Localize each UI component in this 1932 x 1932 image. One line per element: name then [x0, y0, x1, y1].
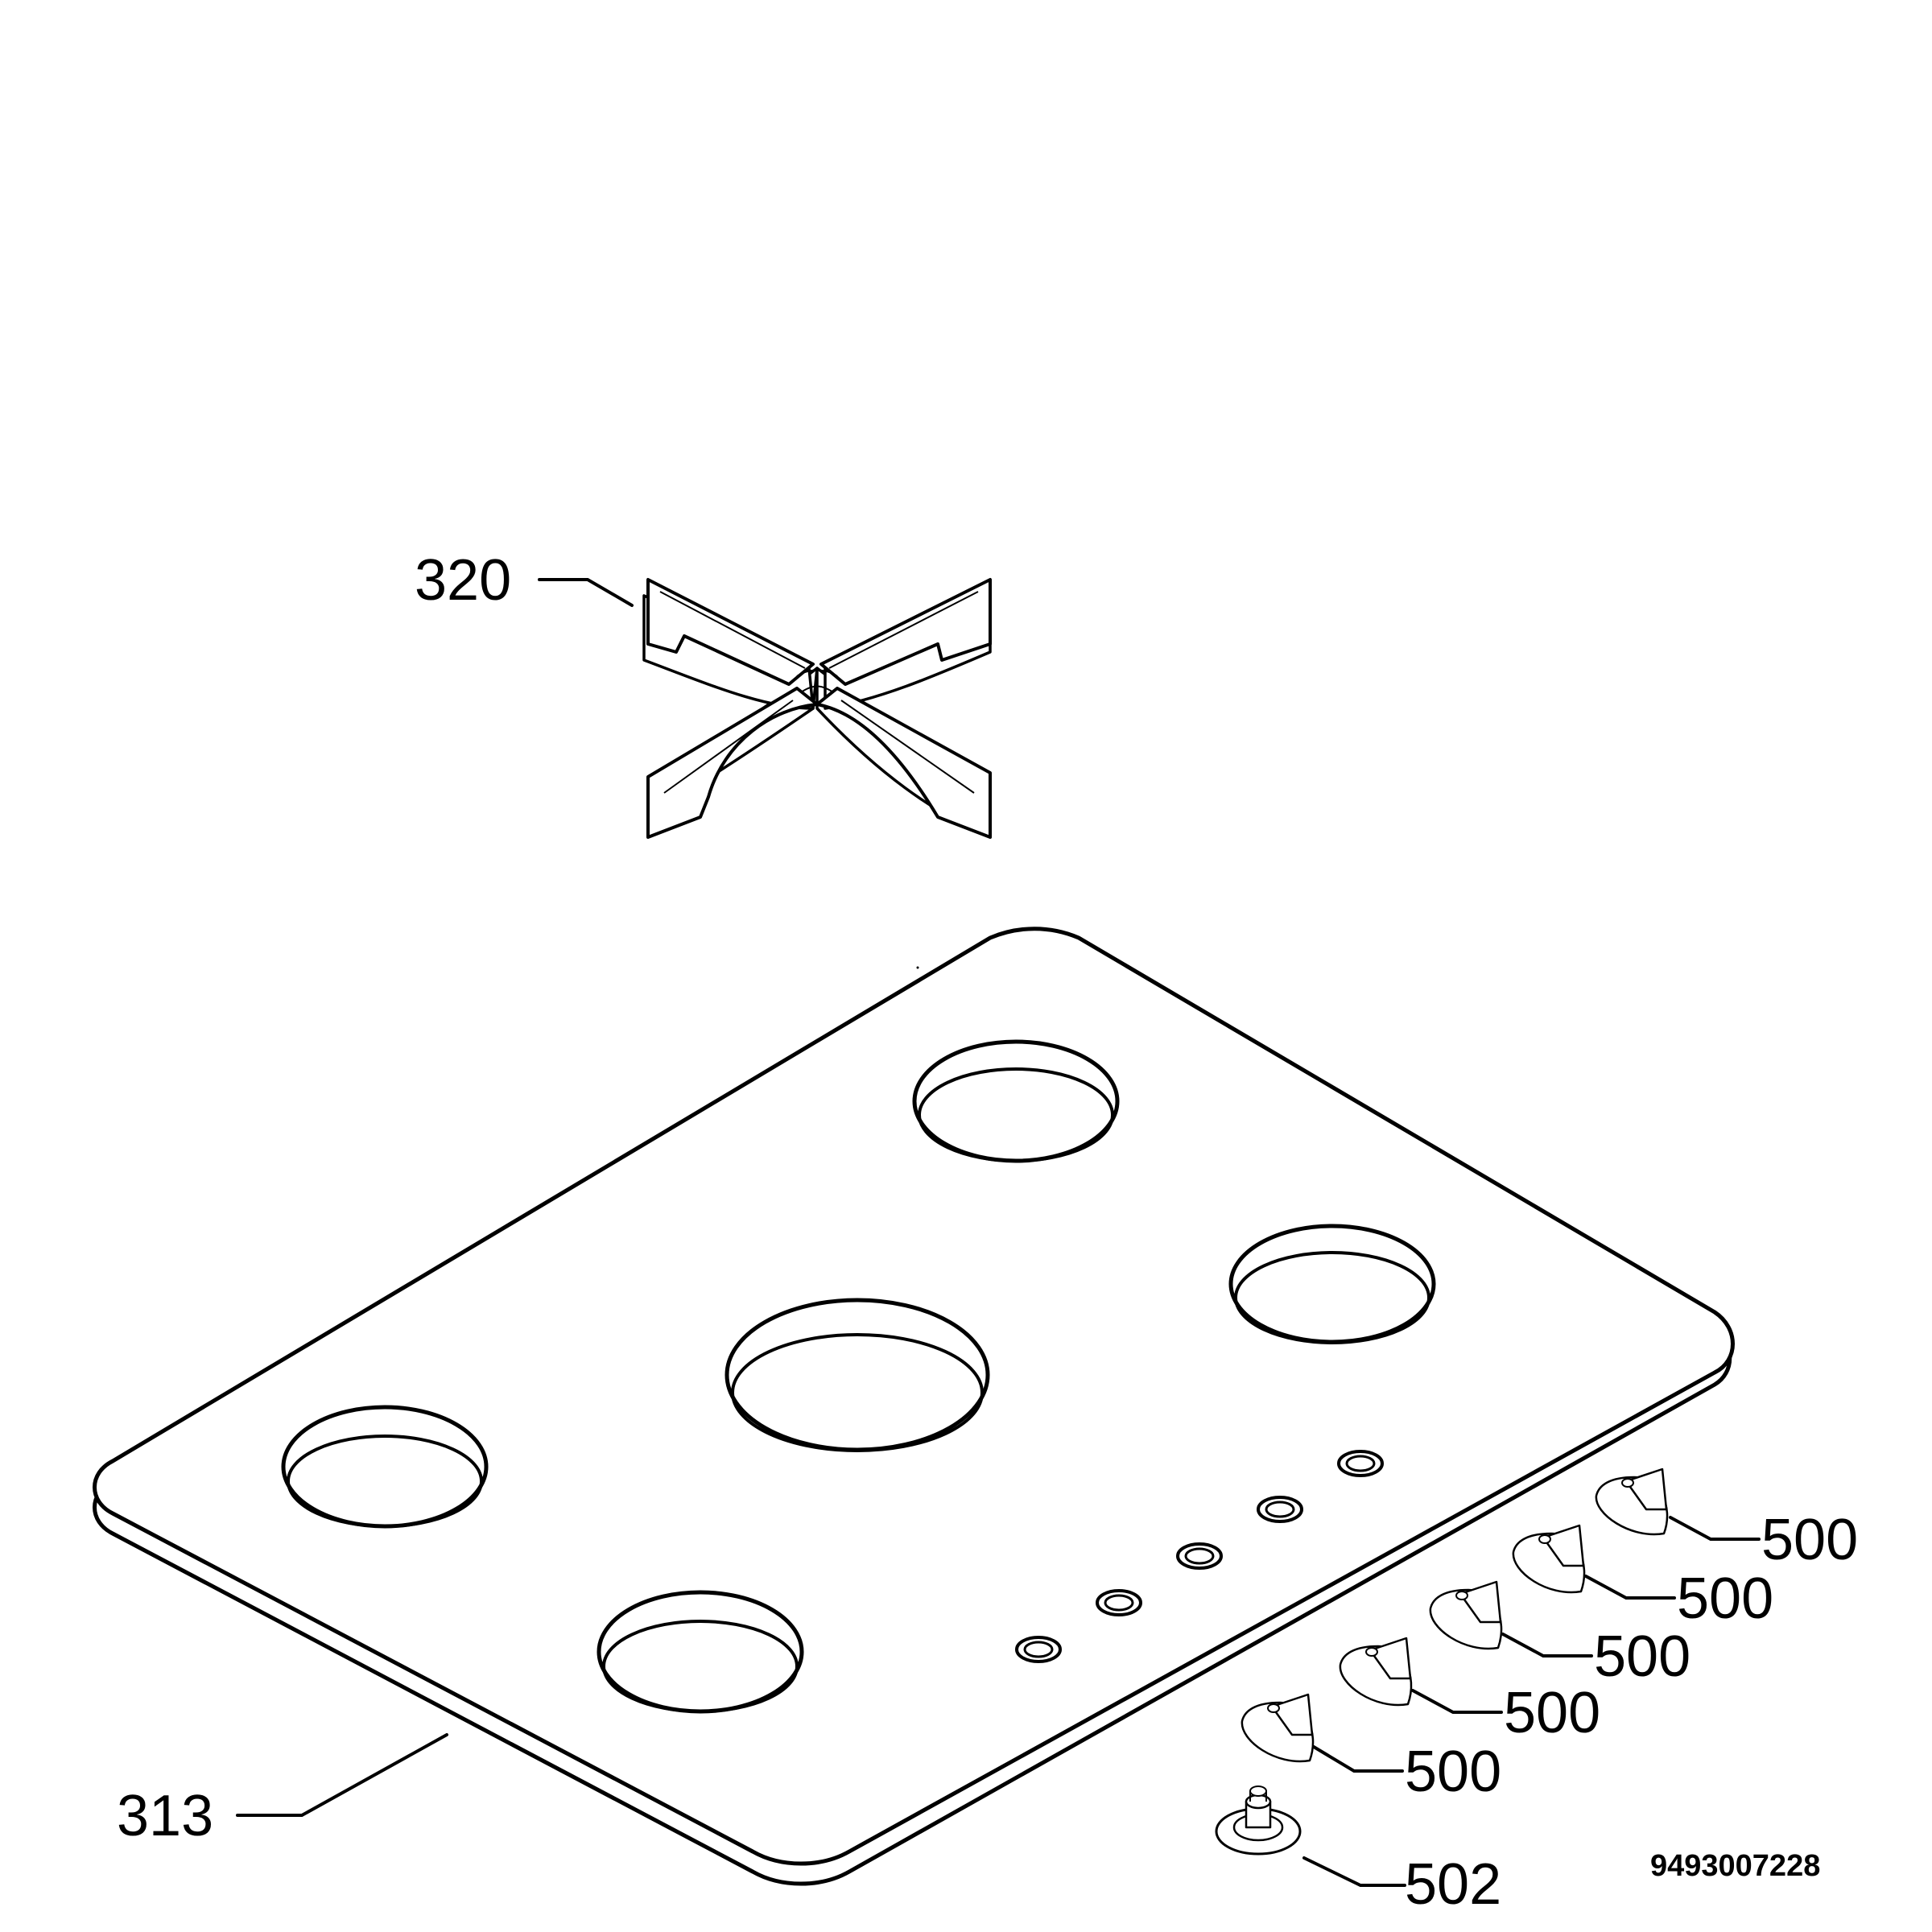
- burner-holes: [281, 1039, 1436, 1714]
- pan-support-leader: [538, 578, 634, 607]
- knob-3-callout: 500: [1594, 1624, 1690, 1689]
- control-knob-3: [1429, 1580, 1503, 1650]
- control-knob-2: [1339, 1637, 1413, 1707]
- knob-5-leader: [1669, 1516, 1761, 1541]
- control-knob-5: [1595, 1468, 1669, 1536]
- burner-hole-rear: [912, 1039, 1120, 1163]
- spindle-adapter: [1215, 1785, 1302, 1856]
- burner-hole-center: [724, 1298, 990, 1452]
- knob-2-callout: 500: [1504, 1681, 1600, 1745]
- knob-5-callout: 500: [1761, 1508, 1858, 1572]
- knob-4-leader: [1584, 1575, 1676, 1600]
- knob-1-leader: [1312, 1745, 1404, 1773]
- burner-hole-front: [597, 1590, 804, 1714]
- hob-top-leader: [236, 1733, 448, 1817]
- burner-hole-left: [281, 1405, 489, 1529]
- knob-holes: [1015, 1450, 1384, 1663]
- control-knob-4: [1512, 1524, 1586, 1594]
- spindle-adapter-callout: 502: [1405, 1852, 1501, 1917]
- burner-hole-right: [1228, 1224, 1436, 1344]
- knob-1-callout: 500: [1405, 1740, 1501, 1804]
- pan-support-callout: 320: [415, 548, 511, 613]
- knob-4-callout: 500: [1677, 1567, 1773, 1631]
- spindle-adapter-leader: [1302, 1856, 1406, 1887]
- knob-3-leader: [1501, 1633, 1593, 1657]
- knob-2-leader: [1411, 1689, 1503, 1714]
- hob-top-callout: 313: [117, 1784, 213, 1848]
- control-knob-1: [1241, 1693, 1315, 1763]
- pan-support: [642, 578, 992, 839]
- drawing-number: 9493007228: [1650, 1849, 1820, 1883]
